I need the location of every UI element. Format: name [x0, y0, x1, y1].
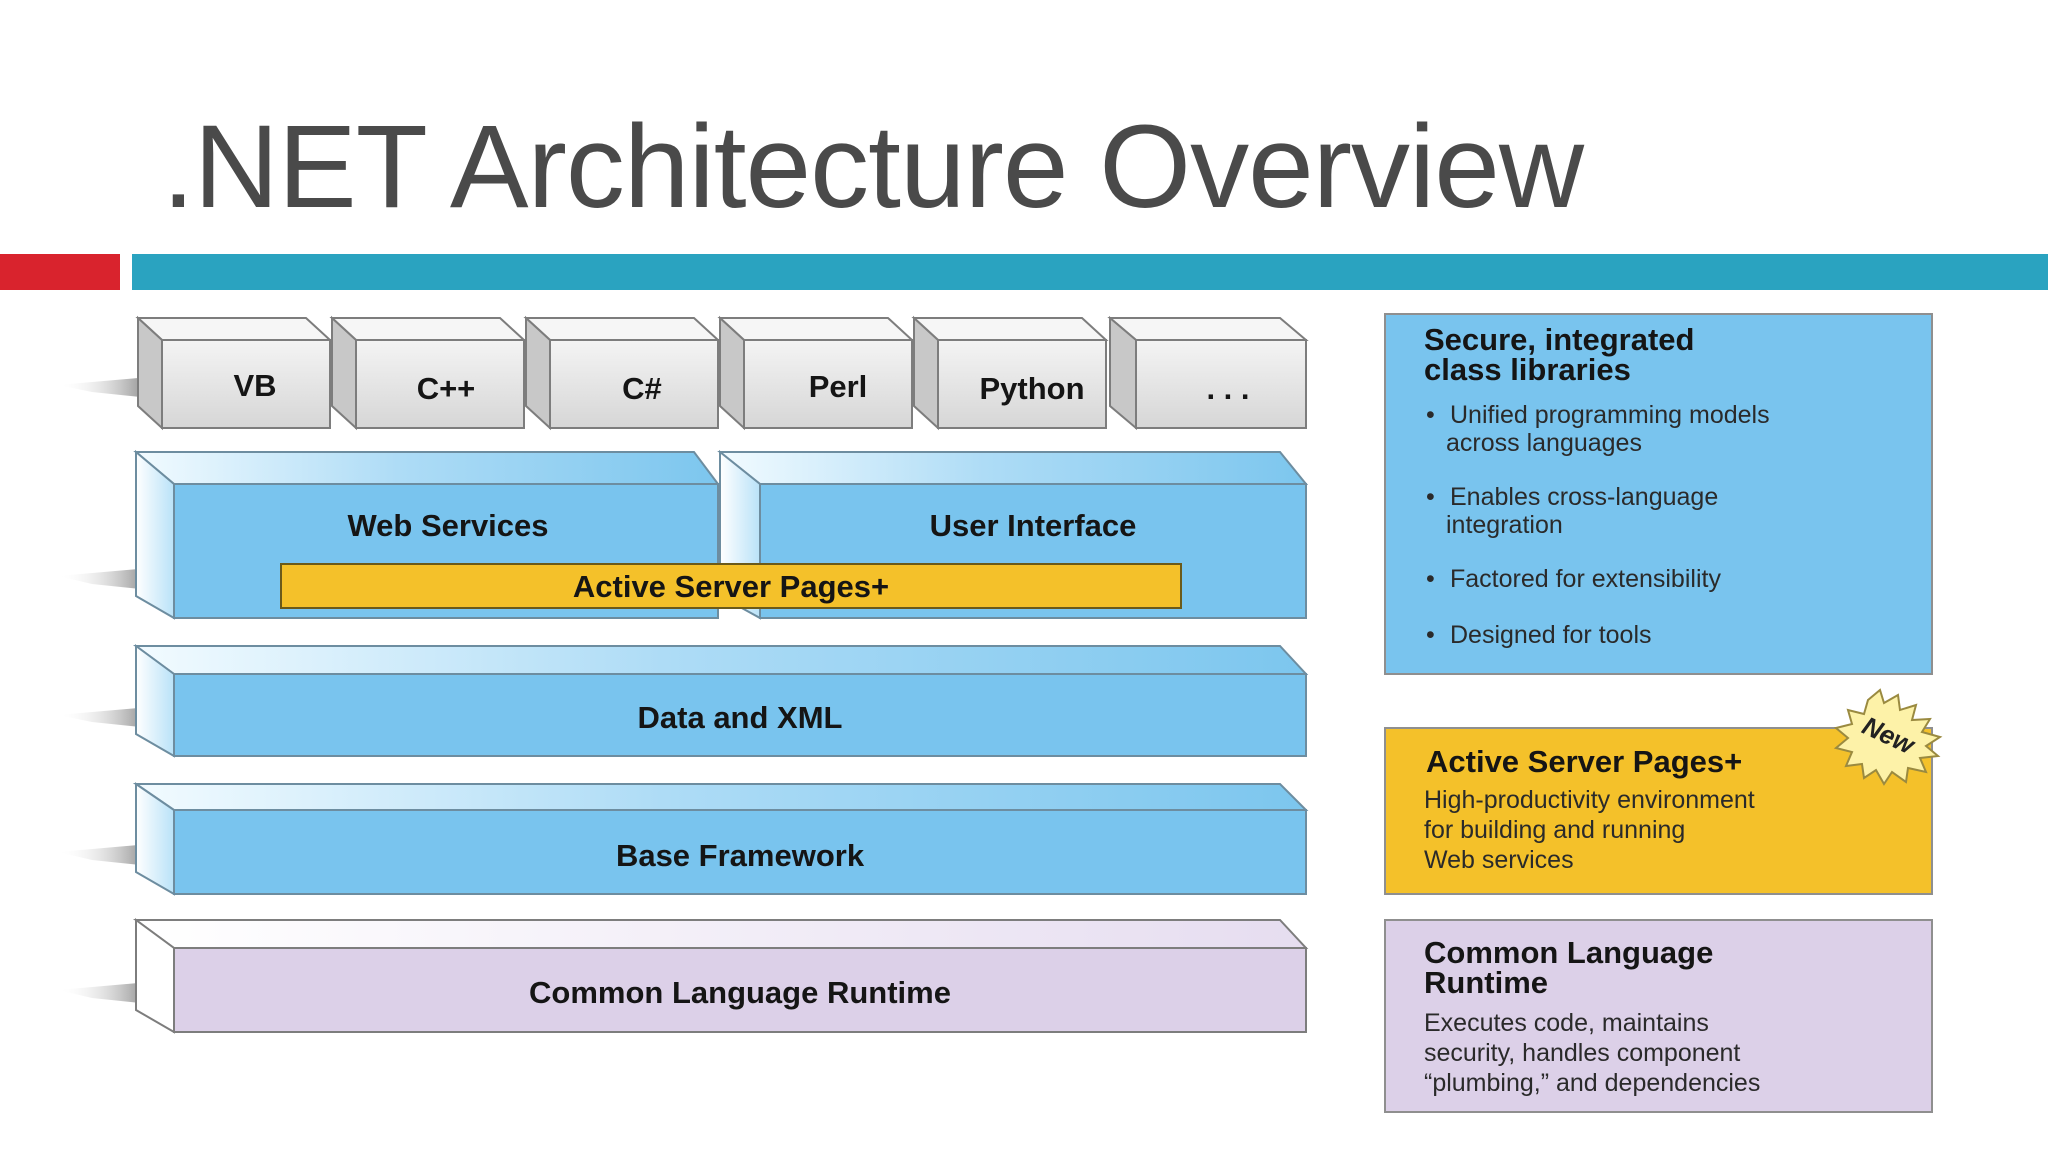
- clr-label: Common Language Runtime: [529, 975, 951, 1010]
- language-box-more: . . .: [1107, 315, 1309, 431]
- clr-panel-line3: “plumbing,” and dependencies: [1424, 1069, 1760, 1097]
- libraries-bullet-1-line2: across languages: [1446, 429, 1642, 457]
- libraries-bullet-1-line1: Unified programming models: [1450, 401, 1770, 429]
- libraries-bullet-4: Designed for tools: [1450, 621, 1652, 649]
- clr-panel-line1: Executes code, maintains: [1424, 1009, 1709, 1037]
- language-label-csharp: C#: [622, 371, 662, 406]
- language-box-perl: Perl: [717, 315, 915, 431]
- clr-panel-title-line2: Runtime: [1424, 965, 1548, 1000]
- libraries-bullet-3: Factored for extensibility: [1450, 565, 1721, 593]
- libraries-title-line1: Secure, integrated: [1424, 322, 1694, 357]
- asp-panel-line1: High-productivity environment: [1424, 786, 1755, 814]
- architecture-diagram: VB C++ C# Perl Python: [58, 313, 1943, 1113]
- language-label-python: Python: [979, 371, 1084, 406]
- new-badge: New: [1833, 688, 1943, 786]
- bullet-dot-3: •: [1426, 565, 1435, 593]
- bullet-dot-2: •: [1426, 483, 1435, 511]
- asp-panel-line3: Web services: [1424, 846, 1574, 874]
- bullet-dot-4: •: [1426, 621, 1435, 649]
- asp-plus-label: Active Server Pages+: [573, 569, 889, 604]
- slide-title: .NET Architecture Overview: [162, 101, 1584, 233]
- language-row: VB C++ C# Perl Python: [135, 315, 1309, 431]
- language-box-vb: VB: [135, 315, 333, 431]
- libraries-bullet-2-line2: integration: [1446, 511, 1563, 539]
- clr-panel-line2: security, handles component: [1424, 1039, 1740, 1067]
- asp-plus-bar: Active Server Pages+: [280, 563, 1182, 609]
- web-services-label: Web Services: [347, 508, 548, 543]
- language-label-vb: VB: [233, 368, 276, 403]
- title-accent-teal-bar: [132, 254, 2048, 290]
- asp-panel-line2: for building and running: [1424, 816, 1685, 844]
- title-accent-red-bar: [0, 254, 120, 290]
- layer-shadows: [58, 378, 150, 1004]
- data-xml-label: Data and XML: [638, 700, 843, 735]
- panel-clr: Common Language Runtime Executes code, m…: [1384, 919, 1933, 1113]
- language-box-csharp: C#: [523, 315, 721, 431]
- language-box-python: Python: [911, 315, 1109, 431]
- layer-base-framework: Base Framework: [132, 782, 1309, 896]
- asp-panel-title: Active Server Pages+: [1426, 744, 1742, 779]
- user-interface-label: User Interface: [930, 508, 1137, 543]
- clr-panel-title-line1: Common Language: [1424, 935, 1713, 970]
- bullet-dot-1: •: [1426, 401, 1435, 429]
- base-framework-label: Base Framework: [616, 838, 865, 873]
- libraries-bullet-2-line1: Enables cross-language: [1450, 483, 1718, 511]
- panel-asp-plus: Active Server Pages+ High-productivity e…: [1384, 727, 1933, 895]
- libraries-title-line2: class libraries: [1424, 352, 1631, 387]
- layer-data-xml: Data and XML: [132, 644, 1309, 758]
- language-label-perl: Perl: [809, 369, 868, 404]
- language-label-cpp: C++: [417, 371, 476, 406]
- language-label-more: . . .: [1206, 371, 1249, 406]
- language-box-cpp: C++: [329, 315, 527, 431]
- layer-clr: Common Language Runtime: [132, 918, 1309, 1034]
- panel-class-libraries: Secure, integrated class libraries • Uni…: [1384, 313, 1933, 675]
